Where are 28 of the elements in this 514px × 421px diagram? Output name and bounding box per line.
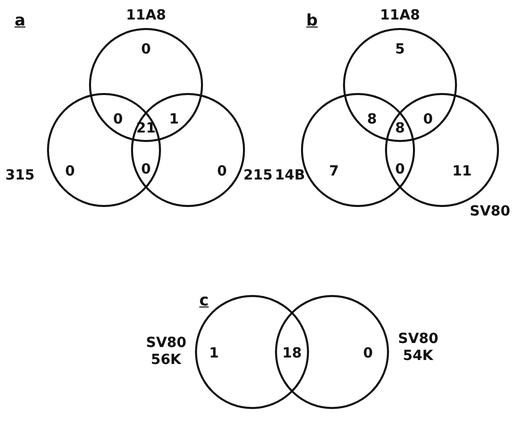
region-count: 0 <box>395 162 405 178</box>
set-label: 315 <box>5 168 35 184</box>
set-label: 11A8 <box>126 8 166 24</box>
region-count: 0 <box>113 112 123 128</box>
set-label: 14B <box>274 168 306 184</box>
region-count: 8 <box>367 112 377 128</box>
panel-letter: a <box>14 12 26 28</box>
region-count: 1 <box>209 346 219 362</box>
set-label: SV80 <box>470 204 510 220</box>
region-count: 8 <box>395 120 405 138</box>
region-count: 18 <box>282 346 302 362</box>
set-label: 11A8 <box>380 8 420 24</box>
set-label: SV80 56K <box>146 335 186 369</box>
region-count: 0 <box>65 164 75 180</box>
panel-letter: b <box>306 12 318 28</box>
region-count: 0 <box>141 42 151 58</box>
set-label: SV80 54K <box>398 331 438 365</box>
region-count: 11 <box>452 164 472 180</box>
set-label: 215 <box>243 168 273 184</box>
region-count: 7 <box>329 164 339 180</box>
region-count: 0 <box>363 346 373 362</box>
panel-letter: c <box>199 292 209 308</box>
region-count: 0 <box>141 162 151 178</box>
region-count: 21 <box>136 120 156 138</box>
region-count: 1 <box>169 112 179 128</box>
region-count: 5 <box>395 42 405 58</box>
region-count: 0 <box>423 112 433 128</box>
region-count: 0 <box>217 164 227 180</box>
